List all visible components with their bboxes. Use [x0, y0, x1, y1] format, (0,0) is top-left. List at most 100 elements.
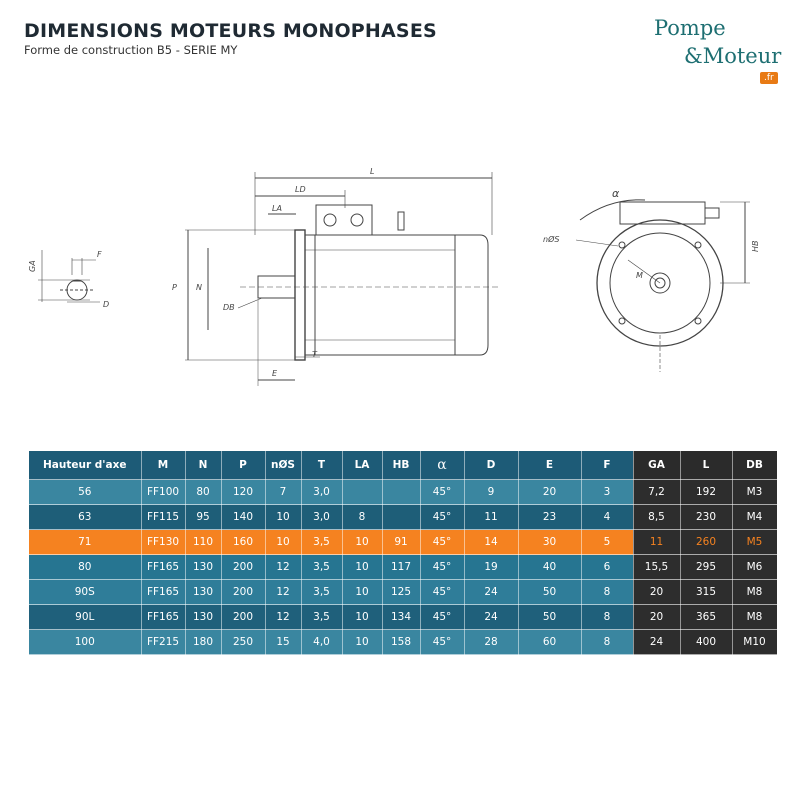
- table-cell: 200: [221, 604, 266, 630]
- table-cell: 24: [464, 579, 519, 605]
- table-cell: 12: [265, 554, 302, 580]
- table-cell: 295: [680, 554, 733, 580]
- motor-side-view: L LD LA P N DB T: [172, 167, 500, 386]
- table-cell: 3: [581, 479, 634, 505]
- table-cell: 24: [633, 629, 681, 655]
- table-cell: 160: [221, 529, 266, 555]
- table-cell: 15: [265, 629, 302, 655]
- table-cell: 3,0: [301, 504, 343, 530]
- label-ga: GA: [28, 260, 37, 272]
- page-subtitle: Forme de construction B5 - SERIE MY: [24, 43, 238, 57]
- motor-dimension-drawing: GA F D L LD LA P: [28, 167, 760, 386]
- table-cell: 20: [633, 604, 681, 630]
- table-cell: 20: [633, 579, 681, 605]
- table-cell: 90L: [29, 604, 142, 630]
- col-header: T: [301, 451, 343, 480]
- table-cell: 192: [680, 479, 733, 505]
- table-cell: 3,5: [301, 579, 343, 605]
- label-p: P: [172, 283, 177, 292]
- table-cell: 20: [518, 479, 582, 505]
- shaft-end-view: GA F D: [28, 250, 109, 309]
- label-ld: LD: [295, 185, 306, 194]
- table-cell: 91: [382, 529, 421, 555]
- label-ns: nØS: [543, 234, 559, 244]
- table-cell: 15,5: [633, 554, 681, 580]
- table-cell: 45°: [420, 604, 465, 630]
- table-cell: FF100: [141, 479, 186, 505]
- table-cell: 200: [221, 554, 266, 580]
- table-cell: 260: [680, 529, 733, 555]
- table-cell: 6: [581, 554, 634, 580]
- table-cell: 180: [185, 629, 222, 655]
- table-cell: 8: [581, 629, 634, 655]
- table-cell: 400: [680, 629, 733, 655]
- table-cell: 120: [221, 479, 266, 505]
- table-cell: 230: [680, 504, 733, 530]
- table-cell: 80: [29, 554, 142, 580]
- col-header: GA: [633, 451, 681, 480]
- col-header: F: [581, 451, 634, 480]
- table-cell: 40: [518, 554, 582, 580]
- table-cell: FF165: [141, 579, 186, 605]
- table-cell: 140: [221, 504, 266, 530]
- label-l: L: [370, 167, 374, 176]
- table-cell: 10: [342, 604, 383, 630]
- brand-logo[interactable]: Pompe &Moteur .fr: [652, 16, 787, 96]
- table-cell: 8: [581, 579, 634, 605]
- table-cell: 90S: [29, 579, 142, 605]
- table-cell: M3: [732, 479, 778, 505]
- table-cell: 117: [382, 554, 421, 580]
- table-cell: 95: [185, 504, 222, 530]
- table-cell: 24: [464, 604, 519, 630]
- col-header: E: [518, 451, 582, 480]
- logo-tld: .fr: [760, 72, 778, 84]
- table-cell: M4: [732, 504, 778, 530]
- table-cell: [382, 479, 421, 505]
- table-cell: 8: [342, 504, 383, 530]
- table-cell: 45°: [420, 554, 465, 580]
- label-hb: HB: [751, 240, 760, 252]
- table-cell: 250: [221, 629, 266, 655]
- label-m: M: [636, 271, 643, 280]
- table-cell: 28: [464, 629, 519, 655]
- table-cell: 365: [680, 604, 733, 630]
- col-header: Hauteur d'axe: [29, 451, 142, 480]
- table-cell: 10: [342, 529, 383, 555]
- table-cell: 3,5: [301, 529, 343, 555]
- table-cell: 12: [265, 604, 302, 630]
- table-cell: 3,5: [301, 554, 343, 580]
- table-cell: 5: [581, 529, 634, 555]
- table-cell: [382, 504, 421, 530]
- table-cell: 8: [581, 604, 634, 630]
- table-cell: M8: [732, 579, 778, 605]
- table-cell: 80: [185, 479, 222, 505]
- table-cell: 10: [265, 504, 302, 530]
- col-header: nØS: [265, 451, 302, 480]
- table-cell: FF165: [141, 554, 186, 580]
- col-header: HB: [382, 451, 421, 480]
- table-cell: 45°: [420, 579, 465, 605]
- label-d: D: [103, 300, 109, 309]
- logo-line-1: Pompe: [654, 16, 726, 40]
- table-cell: 8,5: [633, 504, 681, 530]
- col-header: α: [420, 451, 465, 480]
- col-header: L: [680, 451, 733, 480]
- table-cell: [342, 479, 383, 505]
- label-t: T: [312, 350, 318, 359]
- col-header: P: [221, 451, 266, 480]
- table-cell: 50: [518, 579, 582, 605]
- table-header-row: Hauteur d'axe M N P nØS T LA HB α D E F …: [29, 451, 778, 480]
- page-title: DIMENSIONS MOTEURS MONOPHASES: [24, 20, 437, 42]
- table-cell: 45°: [420, 479, 465, 505]
- col-header: DB: [732, 451, 778, 480]
- table-cell: 30: [518, 529, 582, 555]
- table-cell: 45°: [420, 629, 465, 655]
- table-cell: 130: [185, 554, 222, 580]
- table-cell: 56: [29, 479, 142, 505]
- table-cell: 71: [29, 529, 142, 555]
